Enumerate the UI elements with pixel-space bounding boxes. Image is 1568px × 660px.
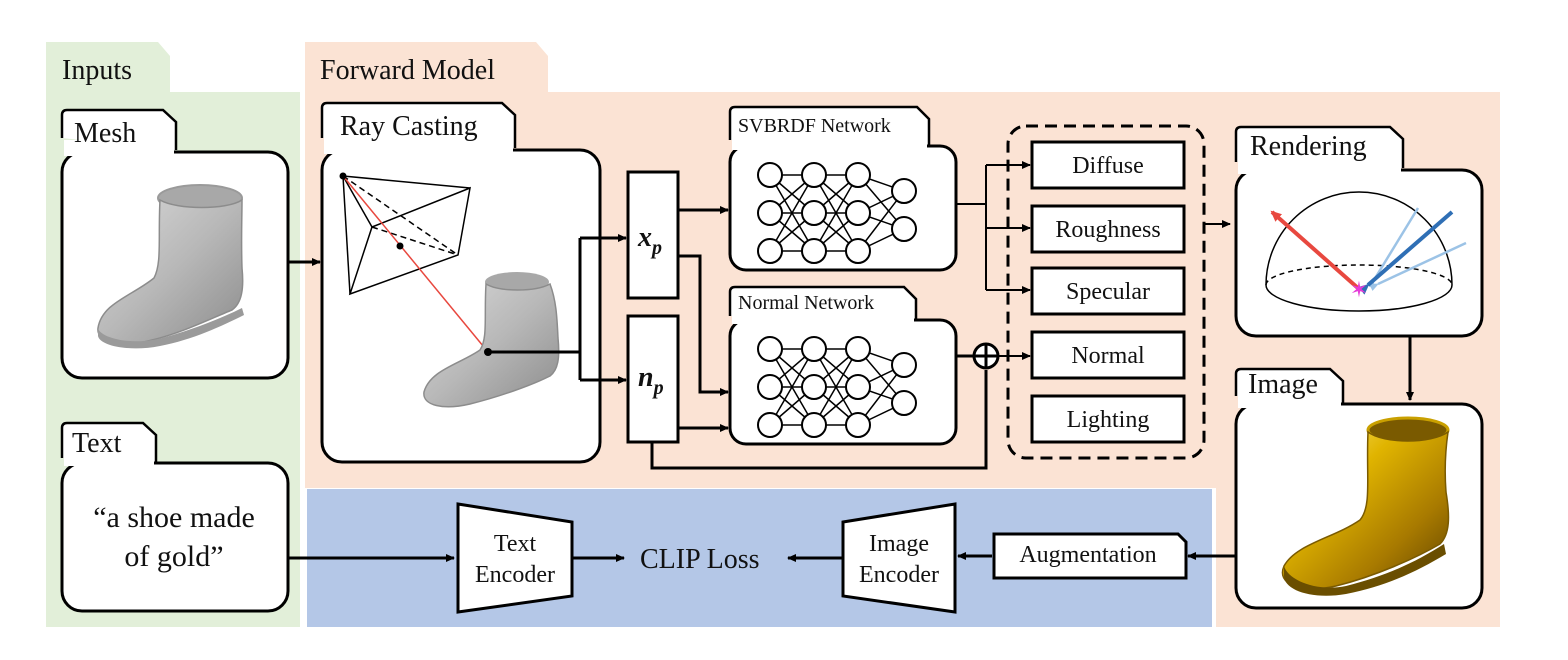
np-feature-box: np [626, 314, 680, 444]
nn-node [891, 216, 917, 242]
image-box: Image [1234, 367, 1484, 610]
output-box-lighting [1030, 394, 1186, 444]
nn-node [845, 162, 871, 188]
prompt-line-1: “a shoe made [93, 501, 255, 534]
ray-casting-box: Ray Casting [320, 101, 602, 464]
nn-node [757, 374, 783, 400]
raycast-boot-icon [423, 272, 560, 408]
nn-node [757, 238, 783, 264]
augmentation-box: Augmentation [992, 532, 1188, 580]
nn-node [891, 178, 917, 204]
nn-node [891, 352, 917, 378]
hemisphere-icon: ✶ [1265, 191, 1467, 312]
text-input-box: Text “a shoe made of gold” [60, 421, 290, 613]
np-label: np [638, 362, 664, 399]
inputs-label: Inputs [62, 55, 132, 86]
nn-node [891, 390, 917, 416]
image-encoder-line2: Encoder [859, 562, 939, 588]
xp-feature-box: xp [626, 170, 680, 300]
normal-network-box: Normal Network [728, 285, 958, 446]
nn-node [845, 336, 871, 362]
output-box-roughness [1030, 204, 1186, 254]
nn-node [757, 412, 783, 438]
output-label-roughness: Roughness [1055, 217, 1160, 243]
mesh-title: Mesh [74, 118, 136, 149]
text-encoder: Text Encoder [456, 502, 574, 614]
nn-node [757, 336, 783, 362]
svbrdf-network-box: SVBRDF Network [728, 105, 958, 272]
nn-edge [769, 174, 815, 252]
camera-frustum-icon [339, 172, 489, 353]
rendering-title: Rendering [1250, 131, 1367, 162]
output-box-specular [1030, 266, 1186, 316]
clip-loss-label: CLIP Loss [640, 544, 760, 575]
nn-node [845, 374, 871, 400]
nn-node [757, 162, 783, 188]
nn-node [801, 374, 827, 400]
output-box-normal [1030, 330, 1186, 380]
output-label-diffuse: Diffuse [1072, 153, 1144, 179]
nn-node [801, 200, 827, 226]
raycast-connectors [488, 234, 627, 384]
neural-network-icon [757, 162, 917, 264]
output-box-diffuse [1030, 140, 1186, 190]
image-encoder: Image Encoder [841, 502, 957, 614]
rendering-box: Rendering ✶ [1234, 125, 1484, 338]
nn-edge [813, 348, 859, 426]
text-title: Text [72, 428, 122, 459]
text-encoder-line2: Encoder [475, 562, 555, 588]
augmentation-label: Augmentation [1019, 542, 1156, 568]
nn-edge [813, 174, 859, 252]
xp-label: xp [637, 222, 662, 259]
forward-model-label: Forward Model [320, 55, 495, 86]
neural-network-icon [757, 336, 917, 438]
network-output-connectors [956, 161, 1031, 360]
output-label-normal: Normal [1071, 343, 1145, 369]
nn-node [845, 200, 871, 226]
nn-node [845, 238, 871, 264]
nn-node [845, 412, 871, 438]
plus-circle-icon [972, 342, 1000, 370]
image-encoder-line1: Image [869, 531, 929, 557]
nn-node [801, 336, 827, 362]
output-label-lighting: Lighting [1067, 407, 1150, 433]
nn-node [757, 200, 783, 226]
feature-connectors [650, 206, 988, 470]
prompt-line-2: of gold” [124, 540, 223, 573]
loss-row: Text Encoder CLIP Loss Image Encoder Aug… [288, 502, 1236, 614]
svbrdf-title: SVBRDF Network [738, 115, 891, 137]
mesh-boot-icon [97, 184, 244, 349]
image-title: Image [1248, 369, 1318, 400]
nn-node [801, 412, 827, 438]
nn-node [801, 238, 827, 264]
nn-node [801, 162, 827, 188]
text-encoder-line1: Text [494, 531, 537, 557]
normal-network-title: Normal Network [738, 292, 874, 314]
gold-boot-icon [1281, 416, 1450, 596]
nn-edge [769, 348, 815, 426]
mesh-box: Mesh [60, 108, 290, 380]
output-label-specular: Specular [1066, 279, 1150, 305]
ray-casting-title: Ray Casting [340, 111, 478, 142]
surface-point-icon: ✶ [1350, 278, 1368, 303]
